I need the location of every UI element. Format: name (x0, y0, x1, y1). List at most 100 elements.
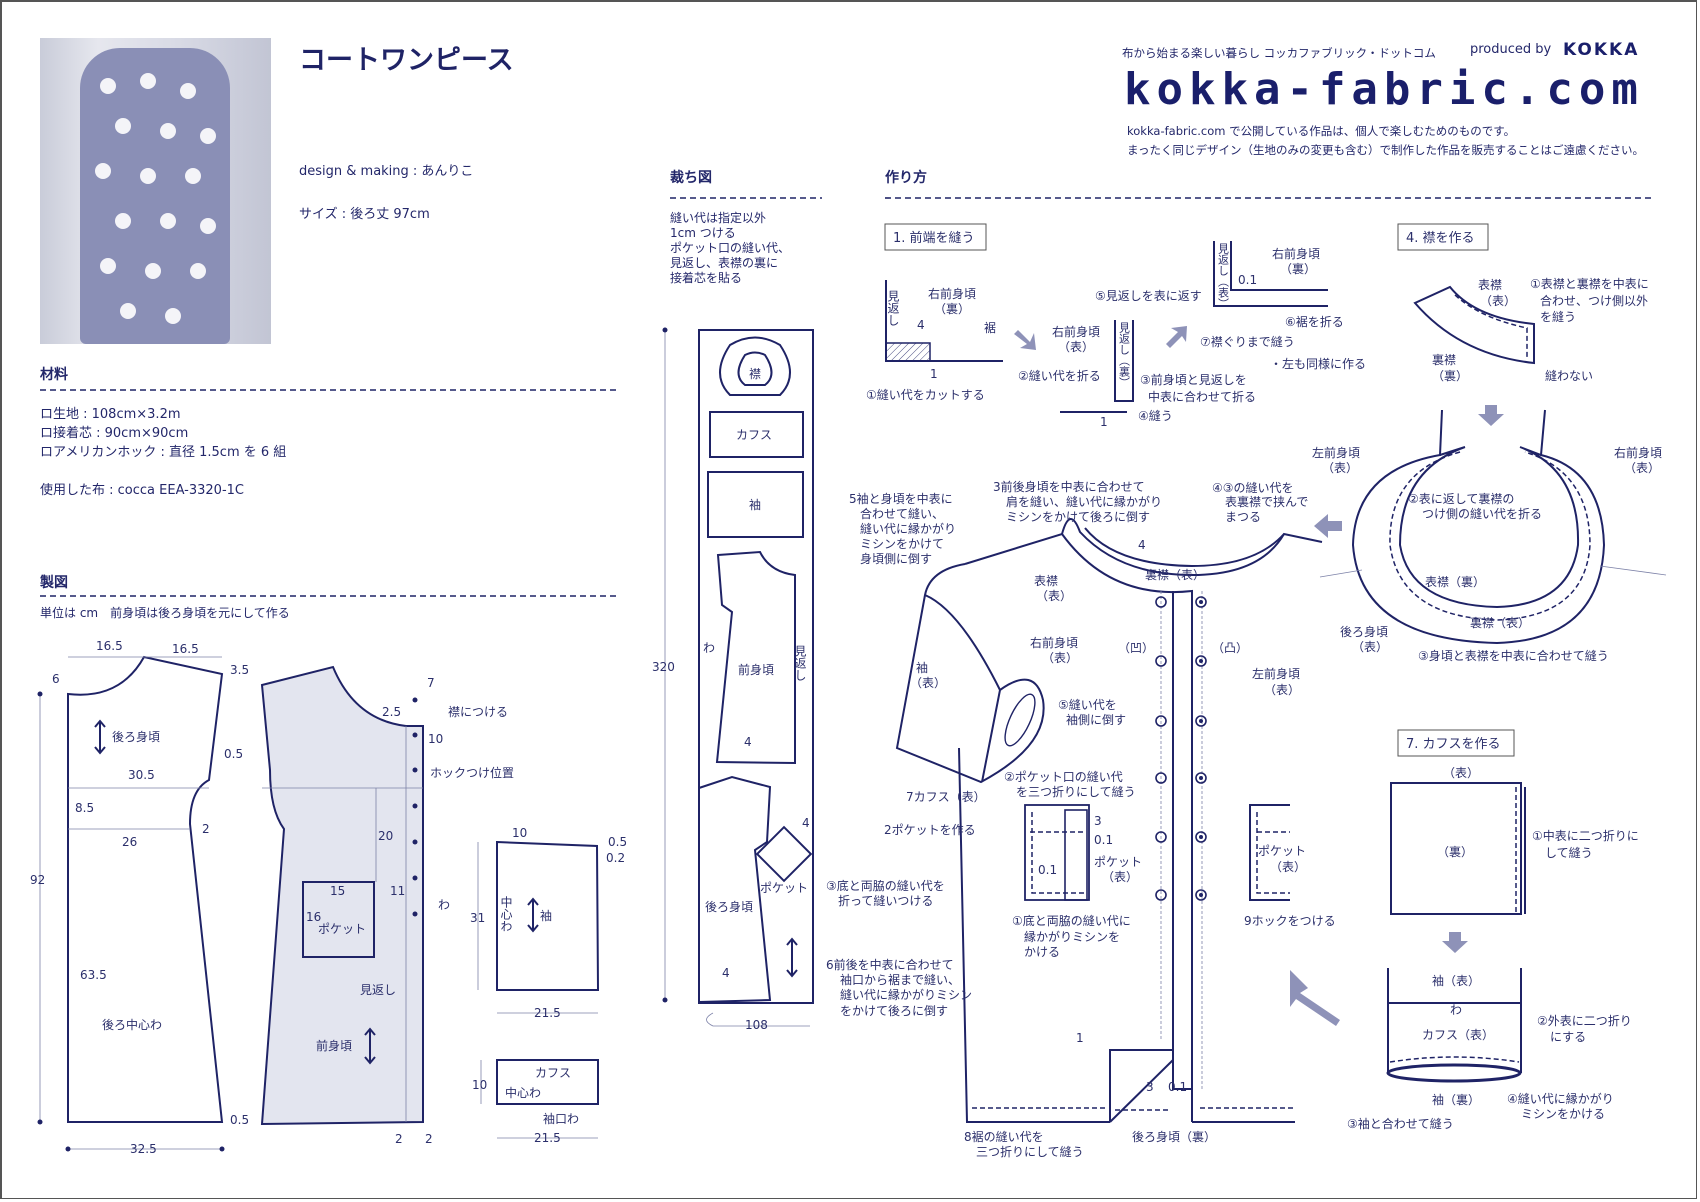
annotation: 合わせて縫い、 (860, 506, 944, 521)
annotation: 折って縫いつける (838, 893, 933, 908)
dim-label: 31 (470, 911, 485, 925)
dim-label: 0.5 (224, 747, 243, 761)
brand-tagline: 布から始まる楽しい暮らし コッカファブリック・ドットコム (1122, 46, 1436, 60)
annotation: 裏襟（表） (1145, 567, 1205, 582)
annotation: （表） (1270, 860, 1306, 874)
annotation: ①縫い代をカットする (866, 387, 985, 402)
dim-label: 32.5 (130, 1142, 157, 1156)
annotation: して縫う (1545, 845, 1593, 860)
step7-box (1397, 729, 1515, 757)
front-bodice-pattern (260, 665, 424, 1126)
annotation: 見返し (793, 645, 807, 681)
dim-label: 7 (427, 676, 435, 690)
garment-photo (40, 38, 271, 344)
annotation: 2ポケットを作る (884, 823, 976, 837)
annotation: 襟につける (448, 704, 508, 719)
piece-label: 襟 (749, 366, 761, 381)
annotation: 三つ折りにして縫う (976, 1144, 1084, 1159)
annotation: まつる (1225, 510, 1261, 524)
annotation: 3前後身頃を中表に合わせて (993, 479, 1145, 494)
annotation: 縫い代に縁かがり (860, 521, 956, 536)
page-title: コートワンピース (299, 45, 514, 76)
cutting-note: 縫い代は指定以外 (670, 211, 767, 225)
annotation: （表） (1322, 461, 1358, 475)
annotation: 1 (1076, 1031, 1084, 1045)
dim-label: 4 (744, 735, 752, 749)
site-logo[interactable]: kokka-fabric.com (1124, 64, 1644, 115)
annotation: （凸） (1212, 641, 1248, 655)
annotation: かける (1024, 945, 1060, 959)
cuff-pattern (480, 1059, 599, 1139)
annotation: ミシンをかけて (860, 537, 944, 551)
arrow-down-right-icon (1014, 330, 1036, 350)
dim-label: 63.5 (80, 968, 107, 982)
material-item: ロ生地 : 108cm×3.2m (40, 407, 181, 422)
annotation: 袖（裏） (1432, 1092, 1480, 1107)
fabric-used: 使用した布 : cocca EEA-3320-1C (40, 483, 244, 498)
annotation: ③前身頃と見返しを (1140, 372, 1247, 387)
annotation: ①中表に二つ折りに (1532, 828, 1639, 843)
annotation: 裏襟（表） (1470, 615, 1530, 630)
sleeve-pattern (477, 840, 600, 1014)
dim-label: 4 (802, 816, 810, 830)
annotation: 縫わない (1545, 368, 1593, 383)
materials-heading: 材料 (40, 367, 68, 383)
step7-title: 7. カフスを作る (1406, 737, 1501, 752)
annotation: をかけて後ろに倒す (840, 1004, 948, 1018)
dim-label: 10 (512, 826, 527, 840)
dim-label: 15 (330, 884, 345, 898)
annotation: ④縫い代に縁かがり (1507, 1091, 1614, 1106)
annotation: 右前身頃 (1272, 246, 1320, 261)
annotation: わ (1450, 1003, 1462, 1017)
designer-credit: design & making : あんりこ (299, 164, 474, 179)
annotation: にする (1550, 1030, 1586, 1044)
annotation: わ (703, 641, 715, 655)
annotation: 袖 (916, 660, 928, 675)
piece-label: カフス (535, 1066, 571, 1080)
annotation: を縫う (1540, 309, 1576, 324)
annotation: 袖側に倒す (1066, 712, 1126, 727)
piece-label: カフス (736, 428, 772, 442)
cutting-heading: 裁ち図 (670, 170, 712, 186)
annotation: 8裾の縫い代を (964, 1129, 1044, 1144)
annotation: ③身頃と表襟を中表に合わせて縫う (1418, 648, 1609, 663)
annotation: （表） (1036, 589, 1072, 603)
annotation: 右前身頃 (928, 286, 976, 301)
annotation: 肩を縫い、縫い代に縁かがり (1006, 494, 1162, 509)
step1-box (884, 223, 987, 251)
step4-title: 4. 襟を作る (1406, 231, 1475, 246)
annotation: （表） (1352, 640, 1388, 654)
annotation: を三つ折りにして縫う (1016, 784, 1136, 799)
piece-label: 後ろ身頃 (705, 899, 753, 914)
dim-label: 30.5 (128, 768, 155, 782)
drafting-note: 単位は cm 前身頃は後ろ身頃を元にして作る (40, 606, 290, 620)
annotation: カフス（表） (1422, 1028, 1494, 1042)
dim-label: 1 (930, 367, 938, 381)
step4-box (1397, 223, 1489, 251)
dim-label: 10 (428, 732, 443, 746)
dim-label: 0.1 (1038, 863, 1057, 877)
piece-label: 前身頃 (316, 1038, 352, 1053)
annotation: ポケット (1258, 844, 1306, 858)
dim-label: 16.5 (96, 639, 123, 653)
piece-label: 後ろ身頃 (112, 729, 160, 744)
dim-label: 16.5 (172, 642, 199, 656)
annotation: ホックつけ位置 (430, 765, 514, 780)
annotation: 中心わ (499, 895, 513, 932)
annotation: 袖口わ (543, 1111, 579, 1126)
notice-line-2: まったく同じデザイン（生地のみの変更も含む）で制作した作品を販売することはご遠慮… (1127, 143, 1645, 157)
annotation: 袖（表） (1432, 973, 1480, 988)
cutting-note: 見返し、表襟の裏に (670, 256, 779, 270)
annotation: ⑤縫い代を (1058, 697, 1117, 712)
annotation: 見返し（裏） (1118, 322, 1131, 388)
annotation: 裏襟 (1432, 352, 1456, 367)
drafting-heading: 製図 (40, 575, 68, 591)
annotation: 4 (1138, 538, 1146, 552)
garment-assembly-diagram (895, 518, 1340, 1123)
dim-label: 21.5 (534, 1131, 561, 1145)
annotation: 縁かがりミシンを (1024, 929, 1120, 944)
annotation: （裏） (934, 301, 970, 316)
dim-label: 20 (378, 829, 393, 843)
annotation: 7カフス（表） (906, 790, 986, 804)
